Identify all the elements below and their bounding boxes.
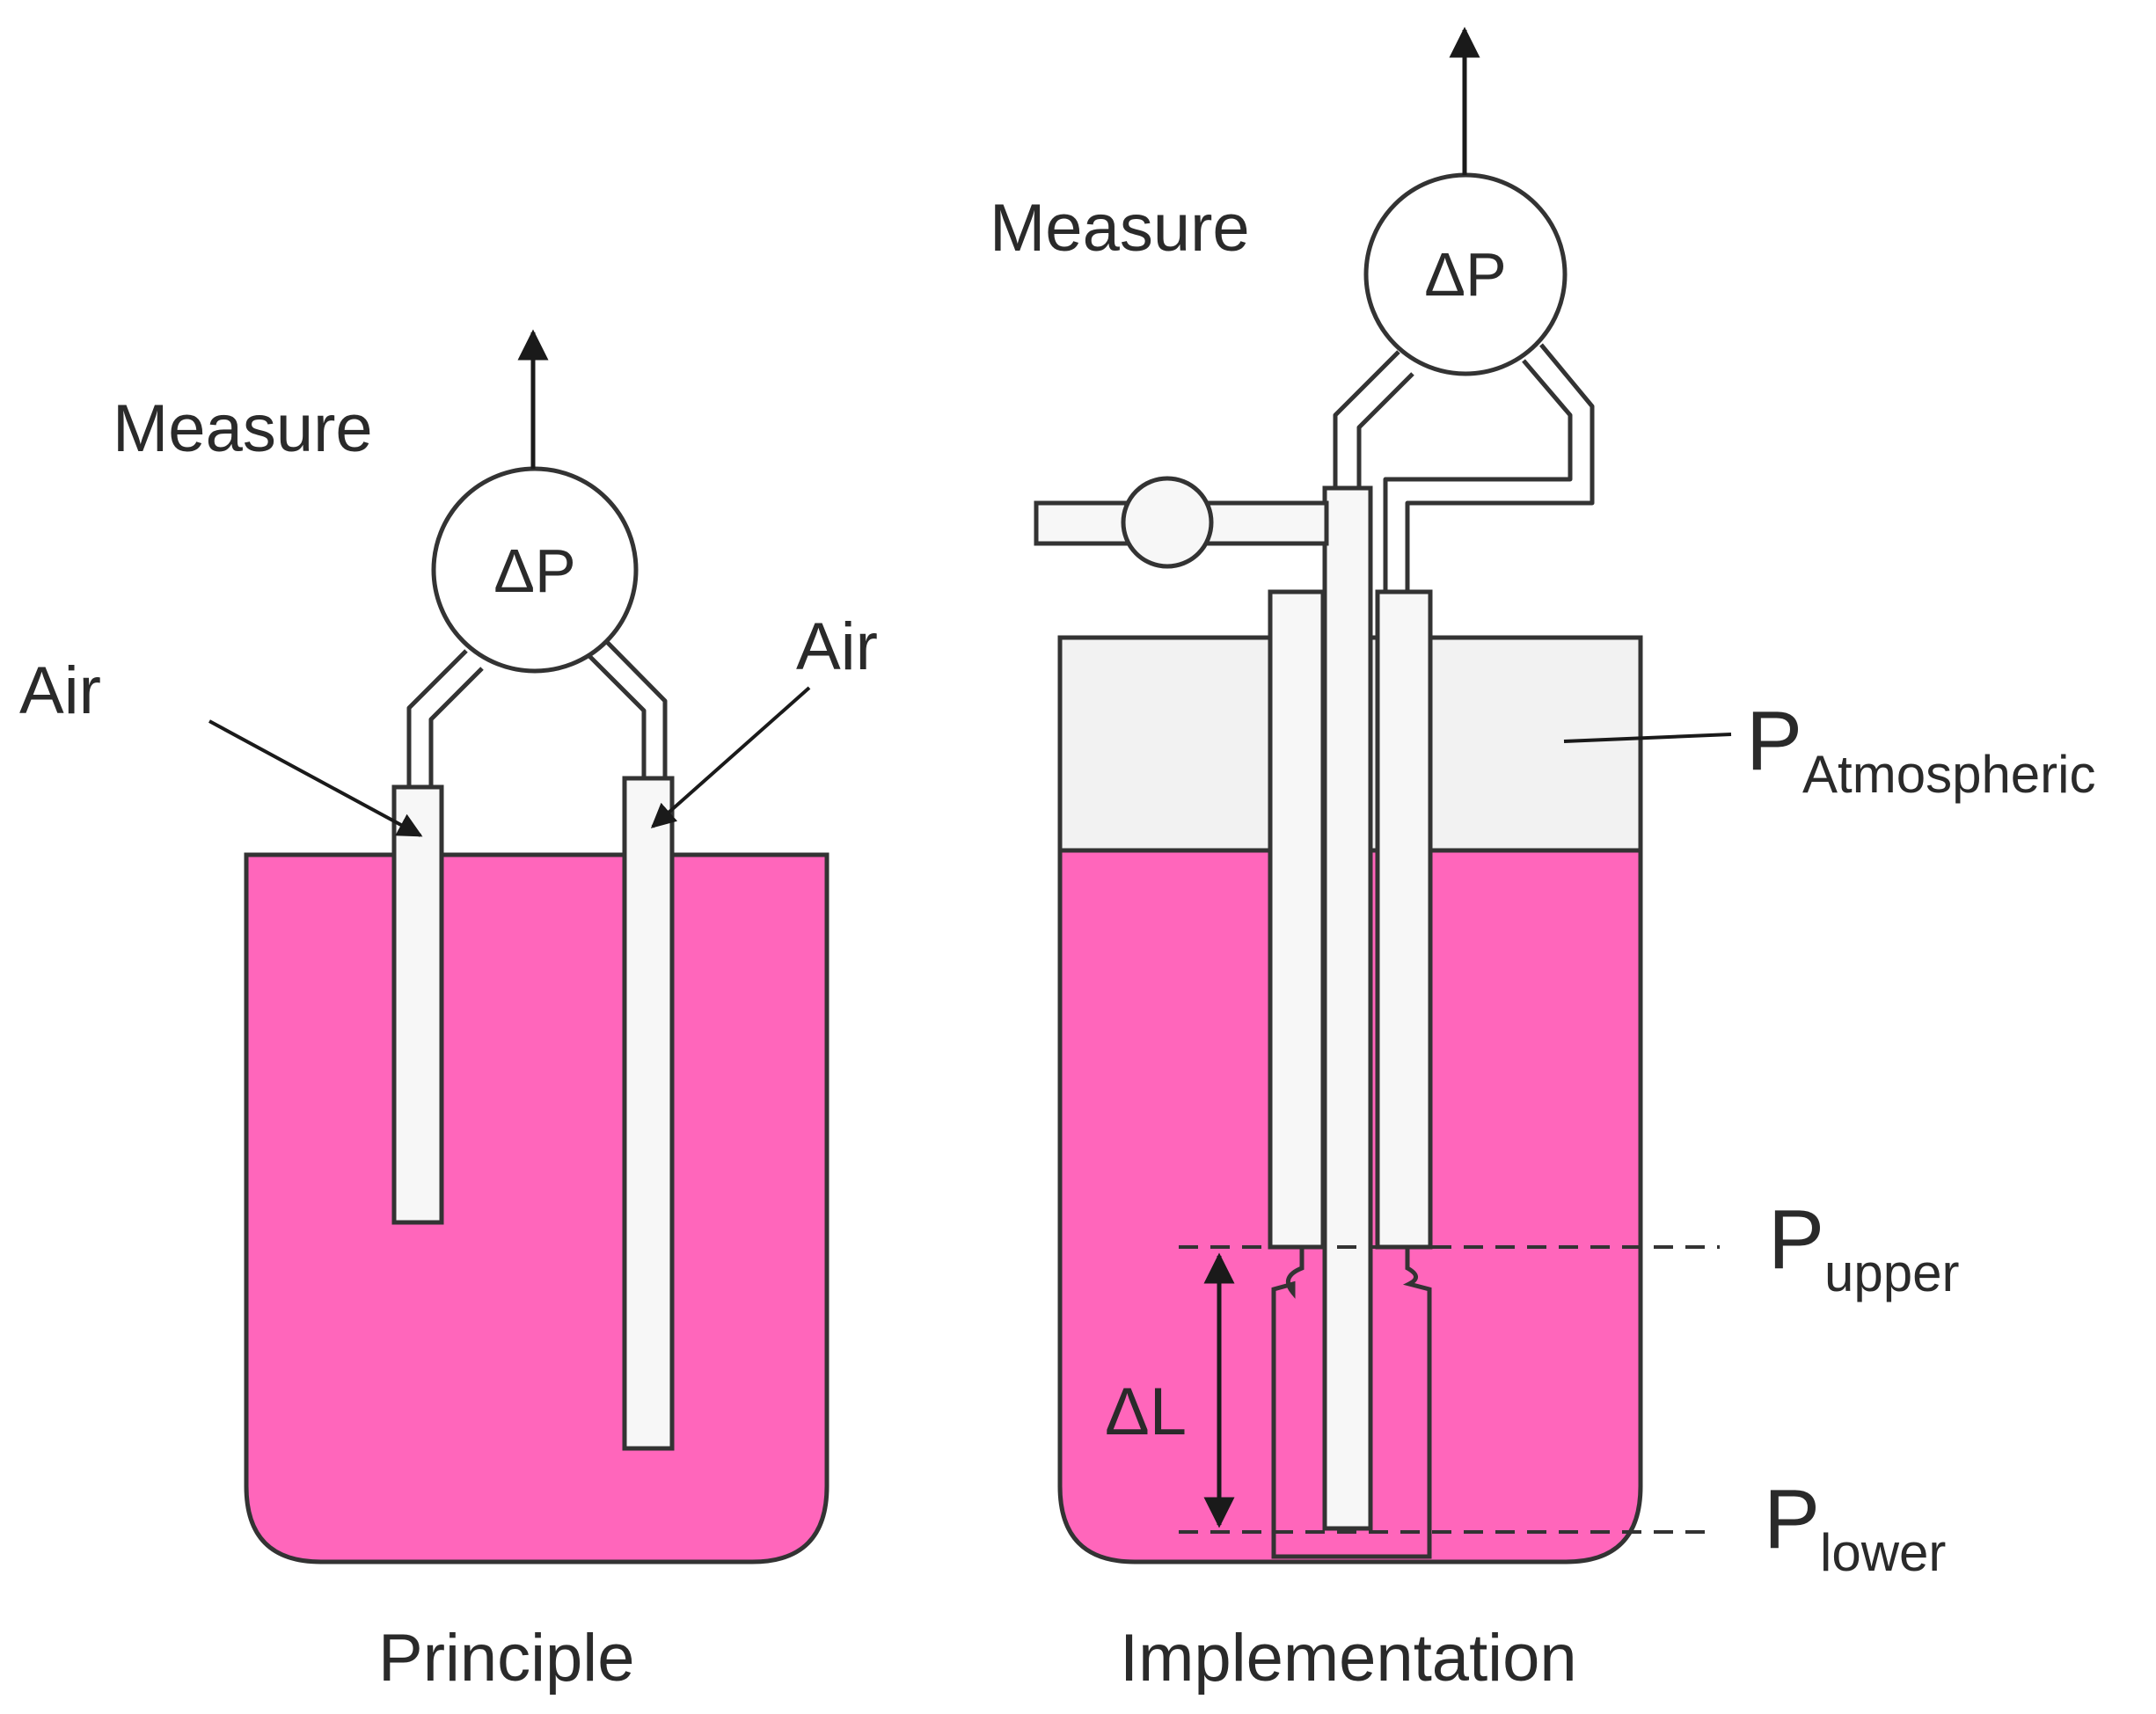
implementation-measure-label: Measure: [990, 191, 1250, 266]
p-lower-symbol: P: [1764, 1472, 1821, 1566]
p-atmospheric-label: PAtmospheric: [1746, 699, 2096, 801]
principle-air-right-label: Air: [796, 609, 878, 684]
implementation-delta-l-label: ΔL: [1105, 1375, 1188, 1449]
principle-caption: Principle: [378, 1621, 635, 1696]
implementation-inner-tube: [1322, 485, 1373, 1531]
principle-connector-pipes: [406, 638, 668, 787]
principle-air-left-label: Air: [19, 653, 101, 728]
principle-tank-liquid: [244, 852, 830, 1564]
implementation-valve: [1121, 476, 1214, 569]
principle-tube-short: [391, 784, 444, 1225]
implementation-caption: Implementation: [1120, 1621, 1577, 1696]
implementation-outer-tube-right: [1375, 589, 1433, 1250]
p-atmospheric-symbol: P: [1746, 694, 1803, 788]
implementation-gauge-label: ΔP: [1424, 240, 1506, 309]
p-upper-symbol: P: [1768, 1193, 1825, 1287]
p-atmospheric-subscript: Atmospheric: [1802, 745, 2096, 804]
implementation-outer-tube-left: [1268, 589, 1326, 1250]
principle-tube-long: [622, 776, 675, 1451]
p-lower-subscript: lower: [1820, 1523, 1947, 1582]
principle-air-right-arrow: [650, 686, 811, 828]
p-upper-label: Pupper: [1768, 1198, 1960, 1300]
implementation-diagram: ΔP: [1034, 26, 1732, 1564]
principle-air-left-arrow: [208, 719, 423, 837]
p-lower-label: Plower: [1764, 1477, 1946, 1579]
p-upper-subscript: upper: [1824, 1244, 1960, 1302]
principle-diagram: ΔP: [208, 329, 830, 1564]
implementation-connector-pipes: [1333, 343, 1595, 592]
principle-gauge-label: ΔP: [493, 536, 575, 605]
implementation-atmospheric-leader: [1563, 733, 1732, 743]
principle-measure-label: Measure: [113, 391, 373, 466]
